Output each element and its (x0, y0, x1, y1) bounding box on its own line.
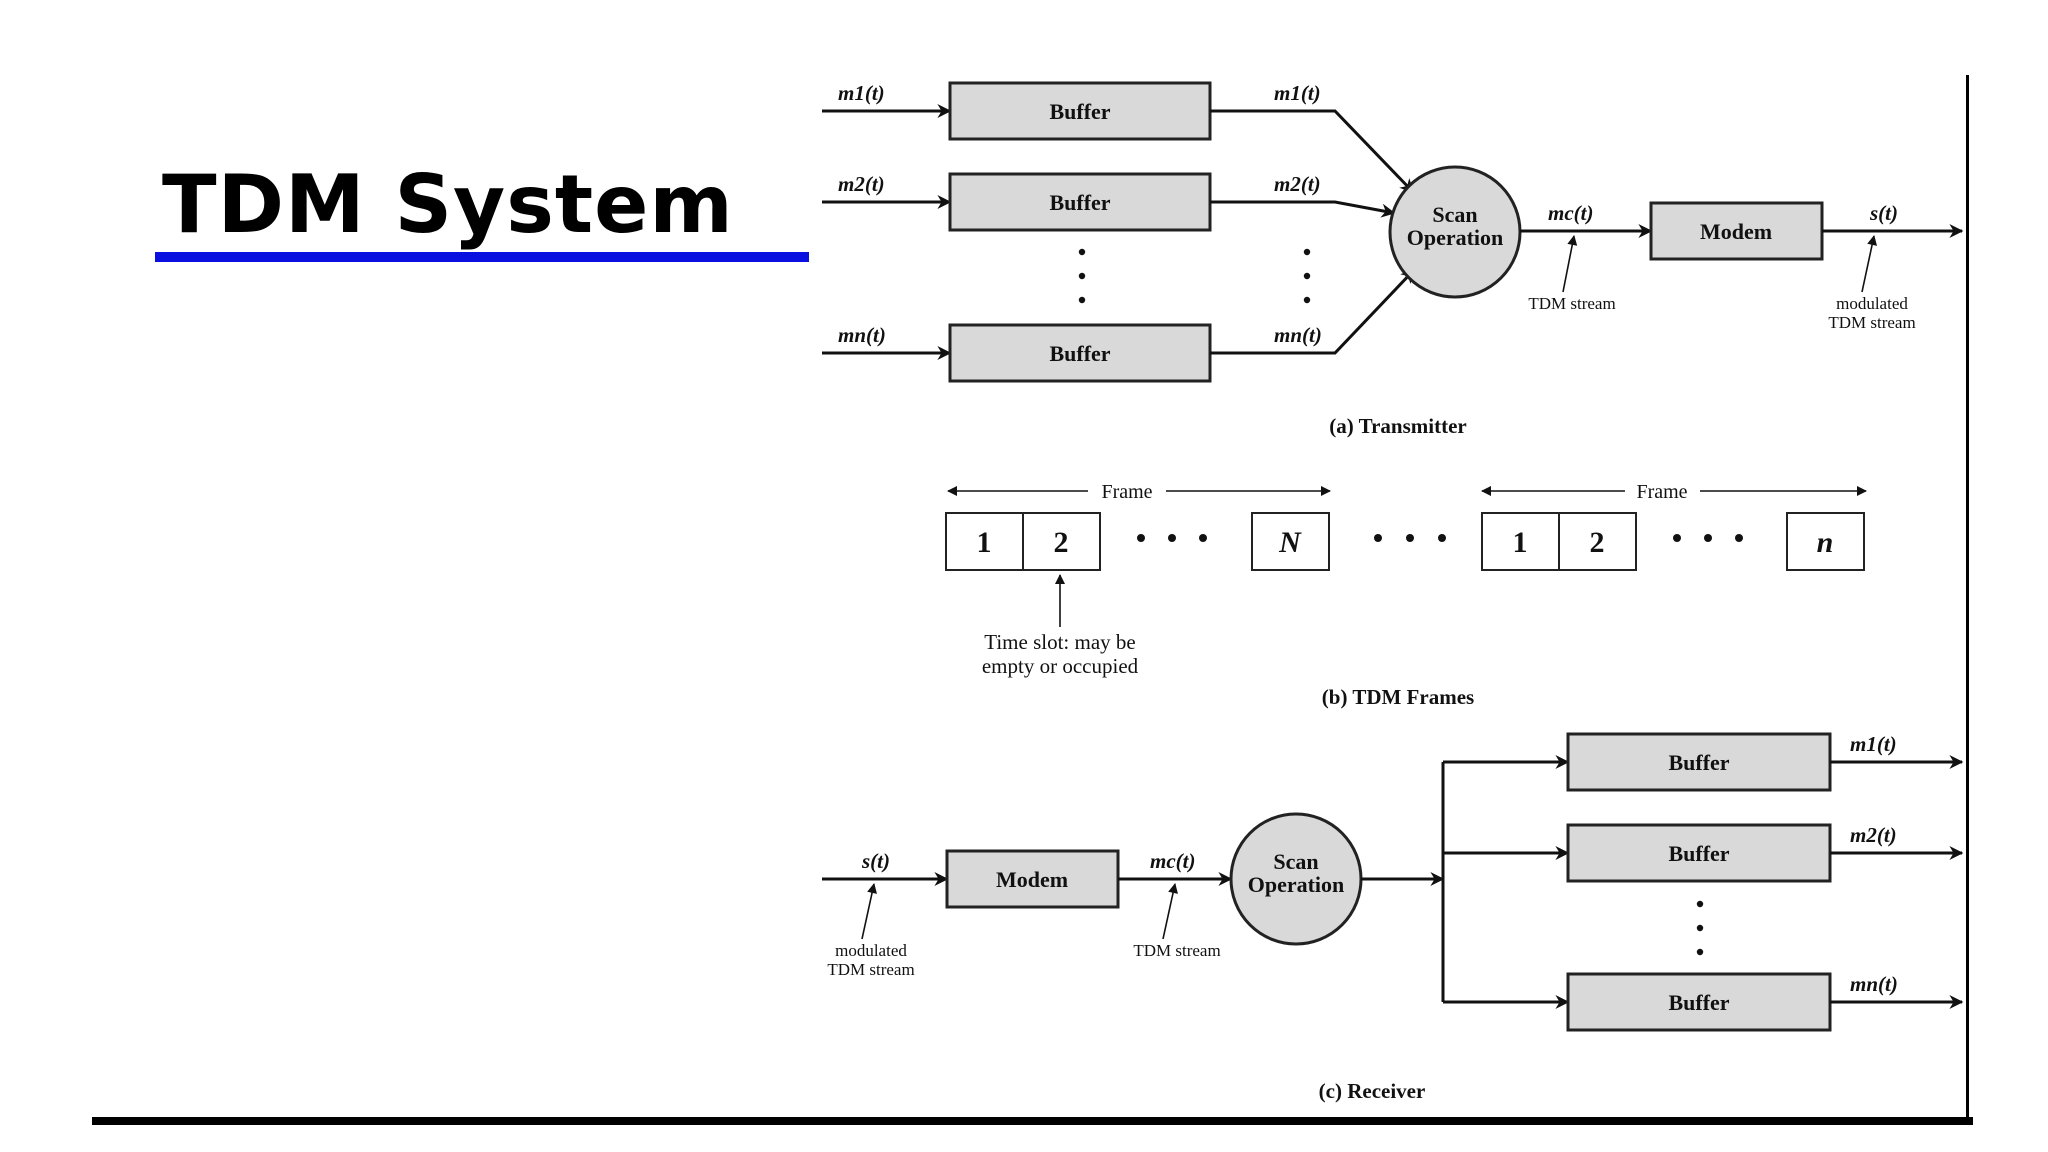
rx-stream-label: TDM stream (1133, 941, 1220, 960)
tx-ellipsis-right (1303, 248, 1311, 304)
frame1-slot-2 (1022, 512, 1101, 571)
tx-modem (1649, 201, 1824, 261)
transmitter-section: m1(t) m2(t) mn(t) Buffer Buffer Buffer m… (822, 81, 1964, 438)
tx-stream-pointer (1562, 235, 1578, 293)
rx-modem (945, 849, 1120, 909)
tx-output-arrow-1 (1210, 109, 1415, 194)
frame1-slot-2-label: 2 (1054, 526, 1069, 559)
tx-stream-signal-label: mc(t) (1548, 201, 1593, 225)
frame1-ellipsis (1137, 534, 1207, 542)
tx-final-pointer (1861, 235, 1878, 293)
tx-final-signal-label: s(t) (1869, 201, 1898, 225)
rx-output-label-n: mn(t) (1850, 972, 1898, 996)
frames-section: Frame Frame 1 2 N 1 2 n Time slot: may b… (945, 481, 1867, 709)
between-frames-ellipsis (1374, 534, 1446, 542)
frame1-slot-1-label: 1 (977, 526, 992, 559)
frame2-slot-n (1786, 512, 1865, 571)
transmitter-caption: (a) Transmitter (1329, 414, 1466, 438)
tx-scan-label-line2: Operation (1407, 225, 1504, 250)
rx-buffer-1-label: Buffer (1668, 750, 1729, 775)
rx-scan-label-line2: Operation (1248, 872, 1345, 897)
frame1-slot-N-label: N (1278, 526, 1302, 559)
tx-stream-label: TDM stream (1528, 294, 1615, 313)
bottom-border-rule (92, 1117, 1973, 1125)
slide-title: TDM System (162, 158, 734, 251)
rx-input-label-line2: TDM stream (827, 960, 914, 979)
tx-input-label-2: m2(t) (838, 172, 885, 196)
tx-output-label-1: m1(t) (1274, 81, 1321, 105)
tx-final-label-line1: modulated (1836, 294, 1908, 313)
tx-final-label-line2: TDM stream (1828, 313, 1915, 332)
frames-caption: (b) TDM Frames (1322, 685, 1474, 709)
tx-buffer-1 (948, 81, 1212, 141)
tx-output-arrow-n (1210, 268, 1416, 355)
title-underline (155, 252, 809, 262)
rx-buffer-2-label: Buffer (1668, 841, 1729, 866)
time-slot-note-line2: empty or occupied (982, 654, 1139, 678)
tx-buffer-1-label: Buffer (1049, 99, 1110, 124)
rx-buffer-2 (1566, 823, 1832, 883)
rx-buffer-n-label: Buffer (1668, 990, 1729, 1015)
frame1-label: Frame (1101, 481, 1152, 503)
tx-buffer-2-label: Buffer (1049, 190, 1110, 215)
tx-scan-label-line1: Scan (1432, 202, 1477, 227)
rx-input-label-line1: modulated (835, 941, 907, 960)
frame2-label: Frame (1636, 481, 1687, 503)
rx-scan-label-line1: Scan (1273, 849, 1318, 874)
tx-buffer-2 (948, 172, 1212, 232)
rx-output-label-2: m2(t) (1850, 823, 1897, 847)
rx-ellipsis (1696, 900, 1704, 956)
tx-output-label-n: mn(t) (1274, 323, 1322, 347)
tx-modem-label: Modem (1700, 219, 1772, 244)
rx-input-signal-label: s(t) (861, 849, 890, 873)
tx-output-label-2: m2(t) (1274, 172, 1321, 196)
receiver-section: s(t) modulated TDM stream Modem mc(t) TD… (822, 732, 1964, 1103)
tx-input-label-n: mn(t) (838, 323, 886, 347)
rx-buffer-1 (1566, 732, 1832, 792)
frame2-slot-2-label: 2 (1590, 526, 1605, 559)
rx-modem-label: Modem (996, 867, 1068, 892)
frame2-slot-2 (1558, 512, 1637, 571)
tx-ellipsis-left (1078, 248, 1086, 304)
right-border-rule (1966, 75, 1969, 1120)
rx-input-pointer (861, 883, 877, 940)
tx-output-arrow-2 (1210, 200, 1396, 218)
tx-buffer-n (948, 323, 1212, 383)
rx-stream-pointer (1162, 883, 1178, 940)
tx-buffer-n-label: Buffer (1049, 341, 1110, 366)
frame2-ellipsis (1673, 534, 1743, 542)
frame1-slot-N (1251, 512, 1330, 571)
time-slot-note-line1: Time slot: may be (984, 630, 1135, 654)
rx-stream-signal-label: mc(t) (1150, 849, 1195, 873)
frame2-slot-1 (1481, 512, 1560, 571)
frame2-slot-n-label: n (1817, 526, 1834, 559)
tx-input-label-1: m1(t) (838, 81, 885, 105)
receiver-caption: (c) Receiver (1319, 1079, 1426, 1103)
rx-output-label-1: m1(t) (1850, 732, 1897, 756)
frame2-slot-1-label: 1 (1513, 526, 1528, 559)
